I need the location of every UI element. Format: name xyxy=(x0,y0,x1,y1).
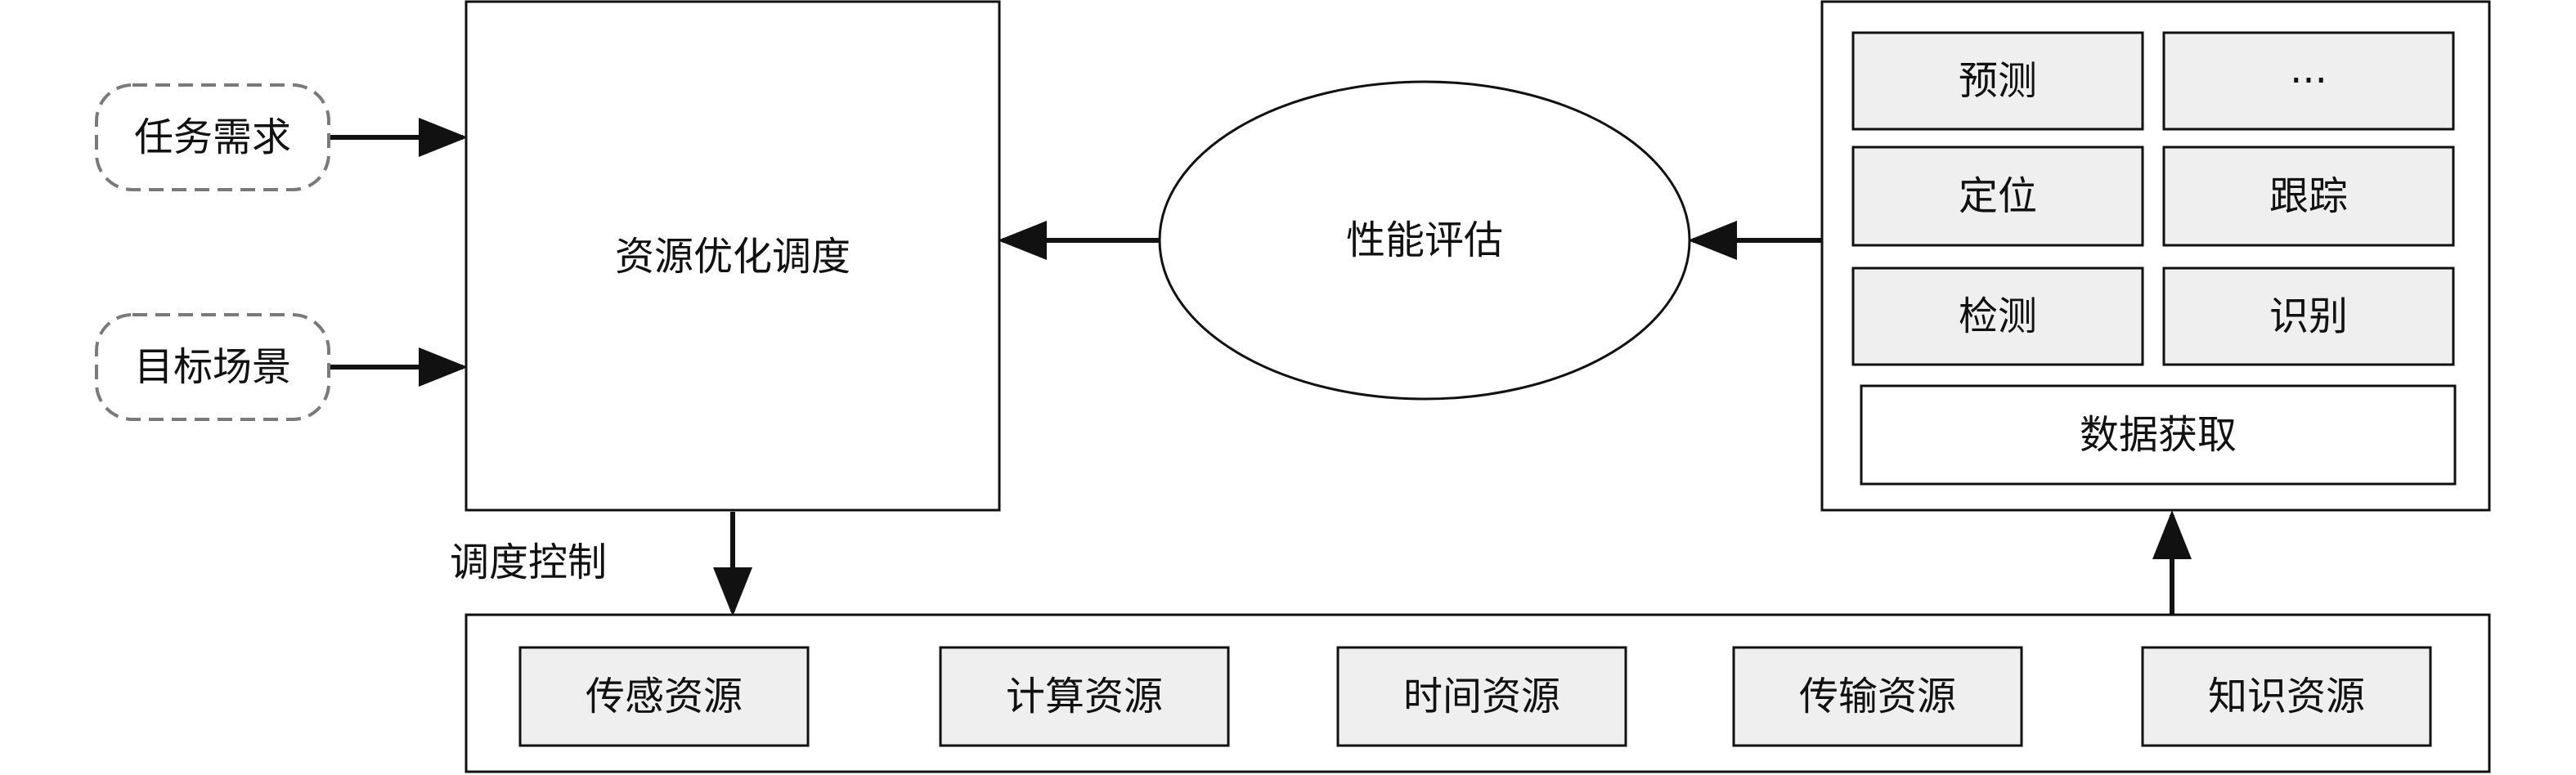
resource-sensing-label: 传感资源 xyxy=(586,674,743,719)
function-detect-label: 检测 xyxy=(1959,293,2037,339)
target-scene-label: 目标场景 xyxy=(134,344,291,390)
resource-sensing: 传感资源 xyxy=(518,646,810,747)
function-detect: 检测 xyxy=(1851,267,2144,366)
function-data-acquisition: 数据获取 xyxy=(1860,384,2457,486)
function-track: 跟踪 xyxy=(2162,146,2455,247)
resources-panel: 传感资源 计算资源 时间资源 传输资源 知识资源 xyxy=(464,613,2491,773)
function-predict-label: 预测 xyxy=(1959,58,2037,104)
resource-optimization-scheduling-node: 资源优化调度 xyxy=(464,0,1001,512)
function-track-label: 跟踪 xyxy=(2269,173,2348,219)
resource-transmission: 传输资源 xyxy=(1732,646,2023,747)
performance-evaluation-node: 性能评估 xyxy=(1158,80,1691,401)
resource-knowledge-label: 知识资源 xyxy=(2208,674,2365,719)
function-data-acquisition-label: 数据获取 xyxy=(2080,412,2237,458)
function-predict: 预测 xyxy=(1851,31,2144,131)
function-locate: 定位 xyxy=(1851,146,2144,247)
resource-time-label: 时间资源 xyxy=(1403,674,1560,719)
scheduler-title: 资源优化调度 xyxy=(615,234,850,280)
resource-time: 时间资源 xyxy=(1336,646,1627,747)
task-demand-node: 任务需求 xyxy=(95,83,330,191)
target-scene-node: 目标场景 xyxy=(95,313,330,421)
function-recognize: 识别 xyxy=(2162,267,2455,366)
resource-computing-label: 计算资源 xyxy=(1006,674,1163,719)
function-more-label: ··· xyxy=(2290,58,2327,104)
scheduling-control-label: 调度控制 xyxy=(450,540,607,585)
function-recognize-label: 识别 xyxy=(2269,293,2348,339)
resource-transmission-label: 传输资源 xyxy=(1799,674,1956,719)
evaluation-title: 性能评估 xyxy=(1346,217,1503,263)
resource-knowledge: 知识资源 xyxy=(2141,646,2432,747)
function-more: ··· xyxy=(2162,31,2455,131)
resource-computing: 计算资源 xyxy=(939,646,1230,747)
functions-panel: 预测 ··· 定位 跟踪 检测 识别 数据获取 xyxy=(1820,0,2491,512)
task-demand-label: 任务需求 xyxy=(134,114,291,160)
function-locate-label: 定位 xyxy=(1959,173,2037,219)
